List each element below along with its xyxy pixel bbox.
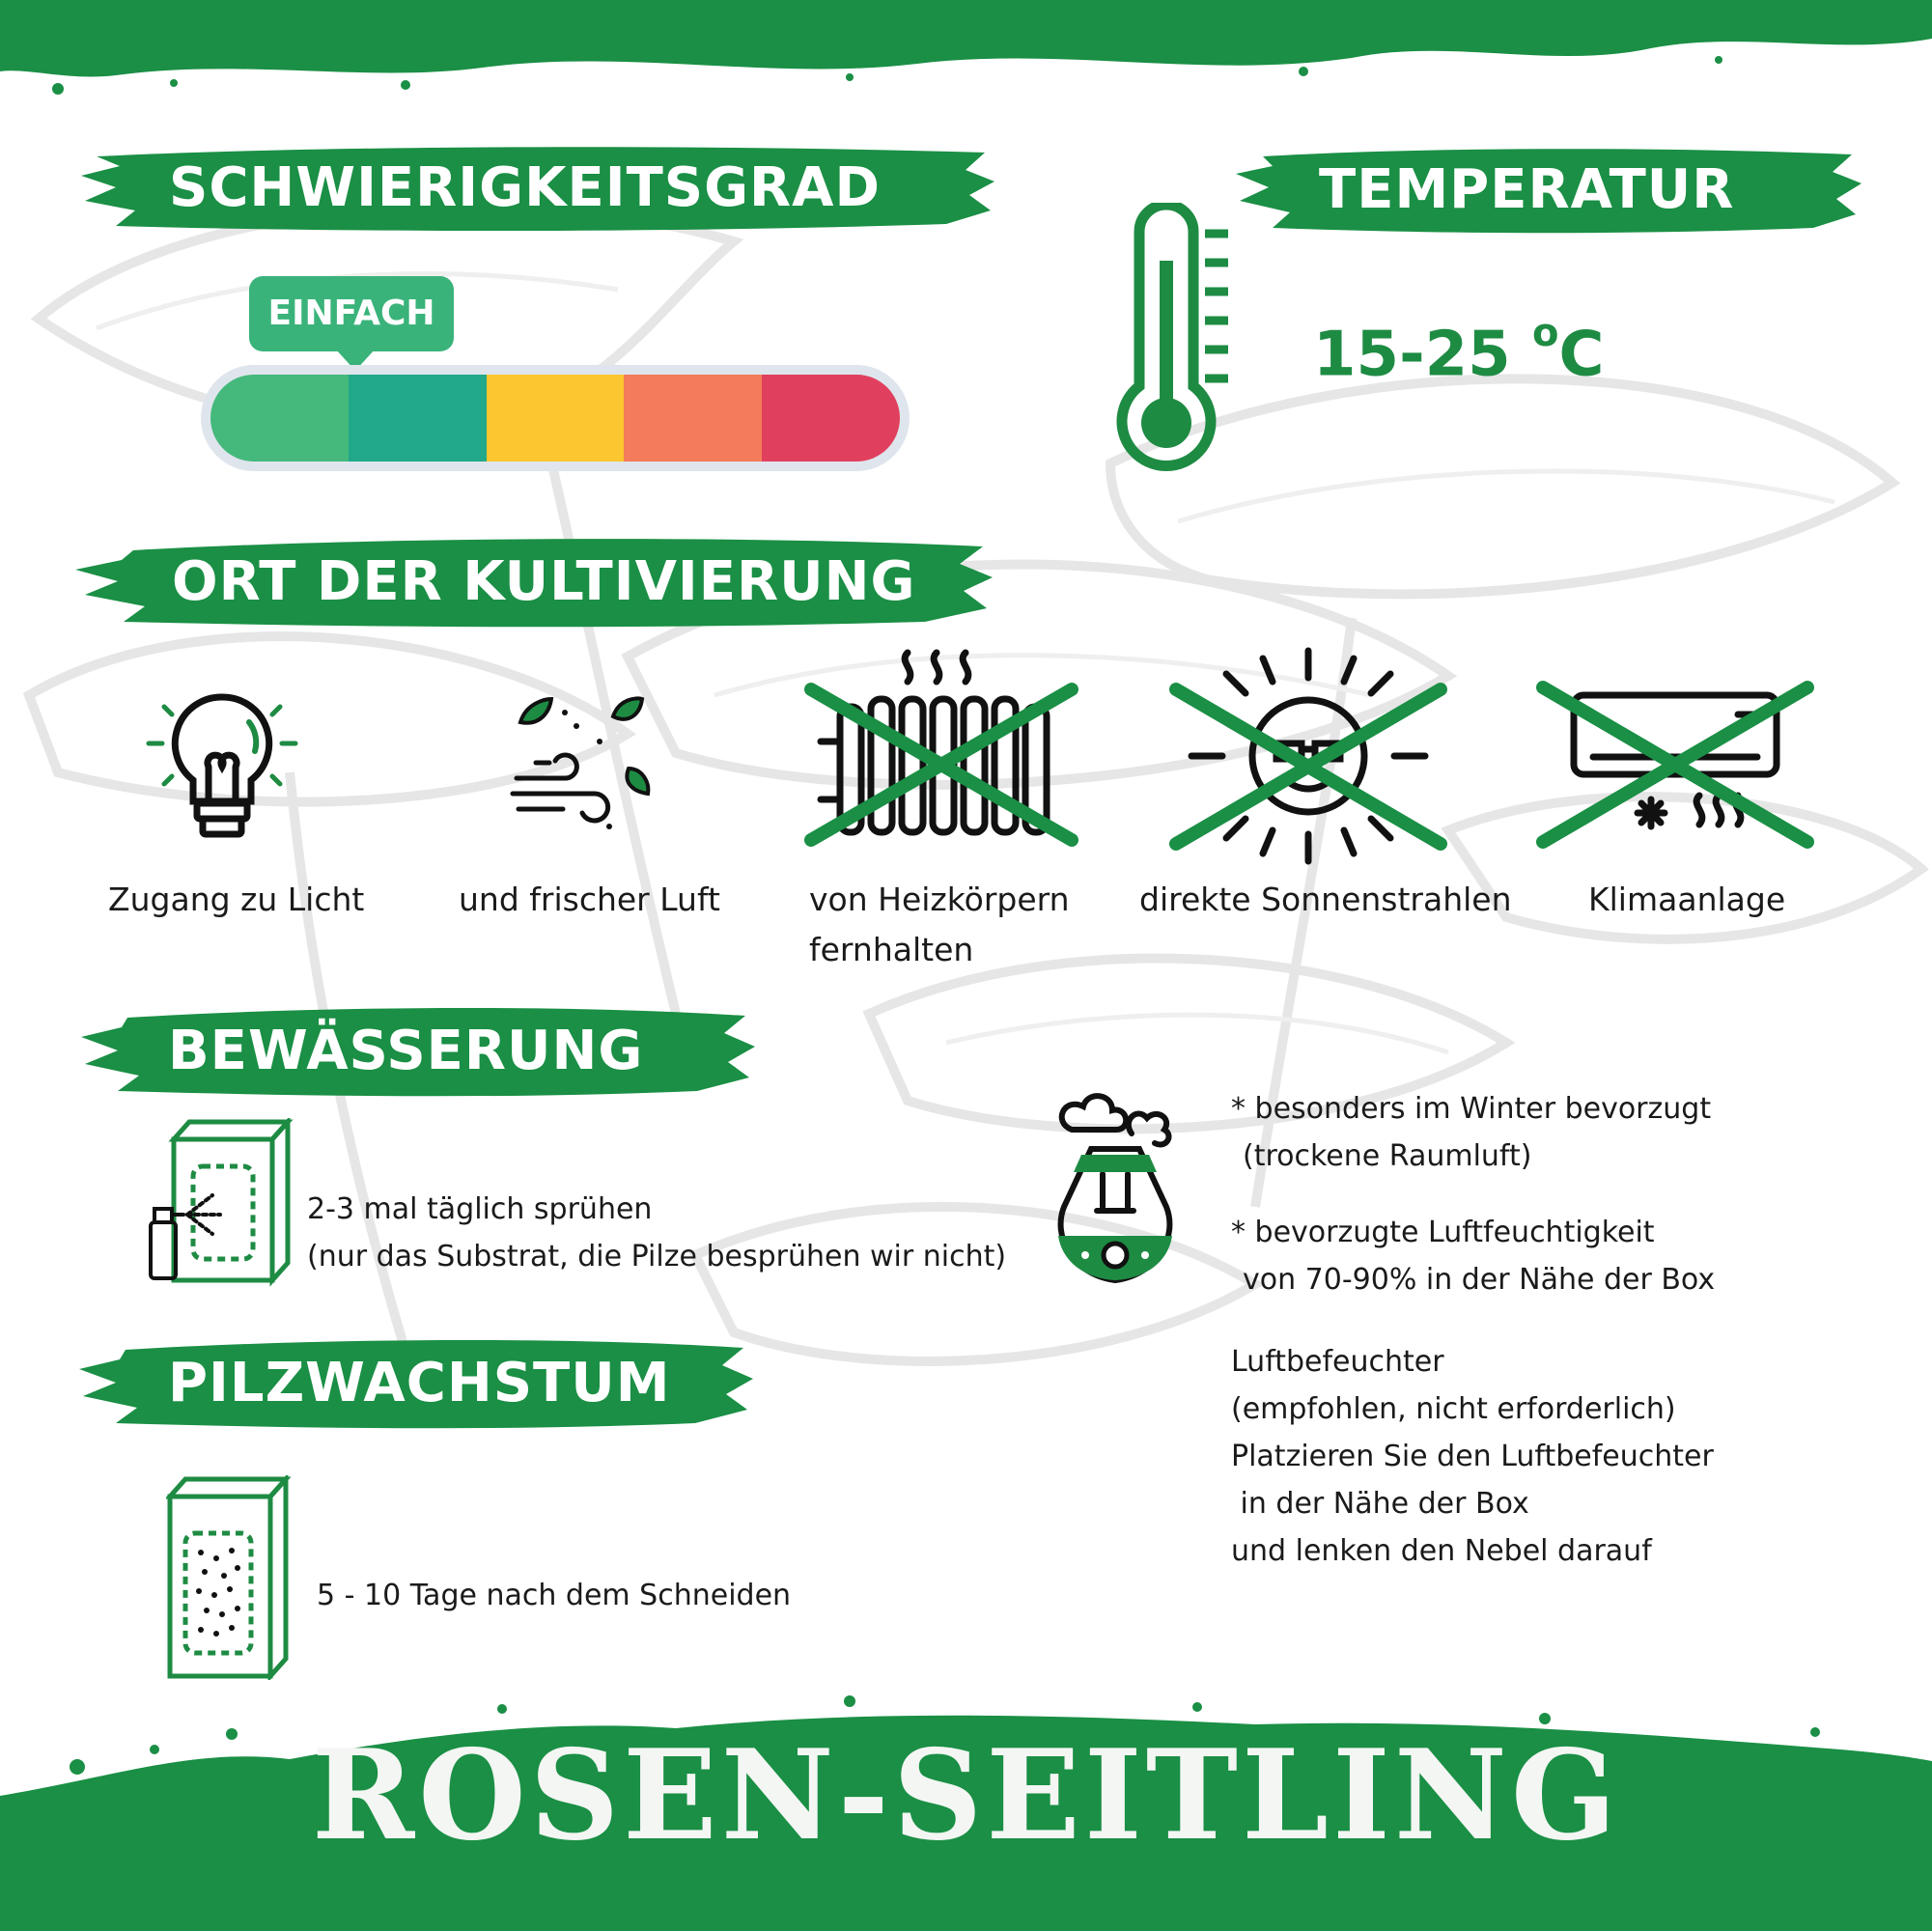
watering-line2: (nur das Substrat, die Pilze besprühen w… xyxy=(307,1240,1007,1273)
temperature-value: 15-25 oC xyxy=(1313,311,1605,391)
temperature-range: 15-25 xyxy=(1313,319,1511,391)
watering-heading: BEWÄSSERUNG xyxy=(168,1020,644,1082)
sun-icon xyxy=(1169,647,1447,865)
scale-segment-2 xyxy=(348,375,487,462)
brush-stroke-shape xyxy=(81,147,994,231)
product-title: ROSEN-SEITLING xyxy=(311,1723,1621,1868)
humidifier-note-2: * bevorzugte Luftfeuchtigkeit von 70-90%… xyxy=(1231,1209,1715,1303)
temperature-unit: C xyxy=(1558,319,1605,391)
thermometer-icon xyxy=(1116,203,1228,471)
brush-stroke-shape xyxy=(75,539,993,628)
temperature-heading: TEMPERATUR xyxy=(1319,158,1735,221)
difficulty-heading: SCHWIERIGKEITSGRAD xyxy=(169,156,882,219)
caption-light-text: Zugang zu Licht xyxy=(108,881,365,918)
growth-banner: PILZWACHSTUM xyxy=(77,1336,753,1431)
location-banner: ORT DER KULTIVIERUNG xyxy=(75,535,993,630)
scale-segment-4 xyxy=(624,375,763,462)
fresh-air-icon xyxy=(510,696,651,829)
humidifier-note-2-line1: * bevorzugte Luftfeuchtigkeit xyxy=(1231,1216,1655,1249)
caption-air-conditioner-text: Klimaanlage xyxy=(1588,881,1786,918)
scale-segment-3 xyxy=(486,375,625,462)
difficulty-level-tag: EINFACH xyxy=(249,276,454,351)
air-conditioner-icon xyxy=(1536,681,1814,849)
humidifier-icon xyxy=(1057,1093,1173,1284)
degree-symbol: o xyxy=(1531,311,1559,355)
caption-fresh-air-text: und frischer Luft xyxy=(459,881,720,918)
scale-segment-5 xyxy=(762,375,900,462)
humidifier-note-1: * besonders im Winter bevorzugt (trocken… xyxy=(1231,1085,1711,1180)
light-bulb-icon xyxy=(146,693,298,838)
scale-segment-1 xyxy=(210,375,349,462)
humidifier-line: in der Nähe der Box xyxy=(1231,1487,1529,1521)
humidifier-line: (empfohlen, nicht erforderlich) xyxy=(1231,1392,1676,1426)
brush-stroke-shape xyxy=(79,1339,753,1429)
caption-fresh-air: und frischer Luft xyxy=(459,875,720,925)
spray-box-icon xyxy=(149,1118,294,1287)
brush-stroke-shape xyxy=(81,1007,755,1097)
humidifier-line: Platzieren Sie den Luftbefeuchter xyxy=(1231,1440,1714,1473)
humidifier-line: Luftbefeuchter xyxy=(1231,1345,1444,1379)
brush-stroke-shape xyxy=(1236,149,1862,234)
humidifier-instructions: Luftbefeuchter (empfohlen, nicht erforde… xyxy=(1231,1338,1714,1575)
humidifier-note-2-line2: von 70-90% in der Nähe der Box xyxy=(1243,1263,1716,1297)
difficulty-scale xyxy=(201,365,910,471)
caption-radiator: von Heizkörpern fernhalten xyxy=(809,875,1070,975)
humidifier-note-1-line1: * besonders im Winter bevorzugt xyxy=(1231,1092,1712,1126)
temperature-banner: TEMPERATUR xyxy=(1234,145,1862,234)
watering-text: 2-3 mal täglich sprühen (nur das Substra… xyxy=(307,1186,1006,1280)
mushroom-box-icon xyxy=(166,1475,292,1680)
caption-sun: direkte Sonnenstrahlen xyxy=(1139,875,1512,925)
watering-line1: 2-3 mal täglich sprühen xyxy=(307,1192,653,1226)
caption-radiator-line1: von Heizkörpern xyxy=(809,881,1070,918)
radiator-icon xyxy=(804,649,1078,847)
caption-sun-text: direkte Sonnenstrahlen xyxy=(1139,881,1512,918)
location-heading: ORT DER KULTIVIERUNG xyxy=(172,550,916,613)
growth-text: 5 - 10 Tage nach dem Schneiden xyxy=(317,1579,792,1612)
humidifier-note-1-line2: (trockene Raumluft) xyxy=(1243,1139,1532,1173)
caption-air-conditioner: Klimaanlage xyxy=(1588,875,1785,925)
caption-light: Zugang zu Licht xyxy=(108,875,364,925)
caption-radiator-line2: fernhalten xyxy=(809,931,974,968)
humidifier-line: und lenken den Nebel darauf xyxy=(1231,1534,1652,1568)
bottom-brush-band xyxy=(0,1695,1932,1931)
difficulty-banner: SCHWIERIGKEITSGRAD xyxy=(77,143,994,232)
top-brush-band xyxy=(0,0,1932,95)
watering-banner: BEWÄSSERUNG xyxy=(79,1004,755,1099)
growth-heading: PILZWACHSTUM xyxy=(168,1352,671,1414)
